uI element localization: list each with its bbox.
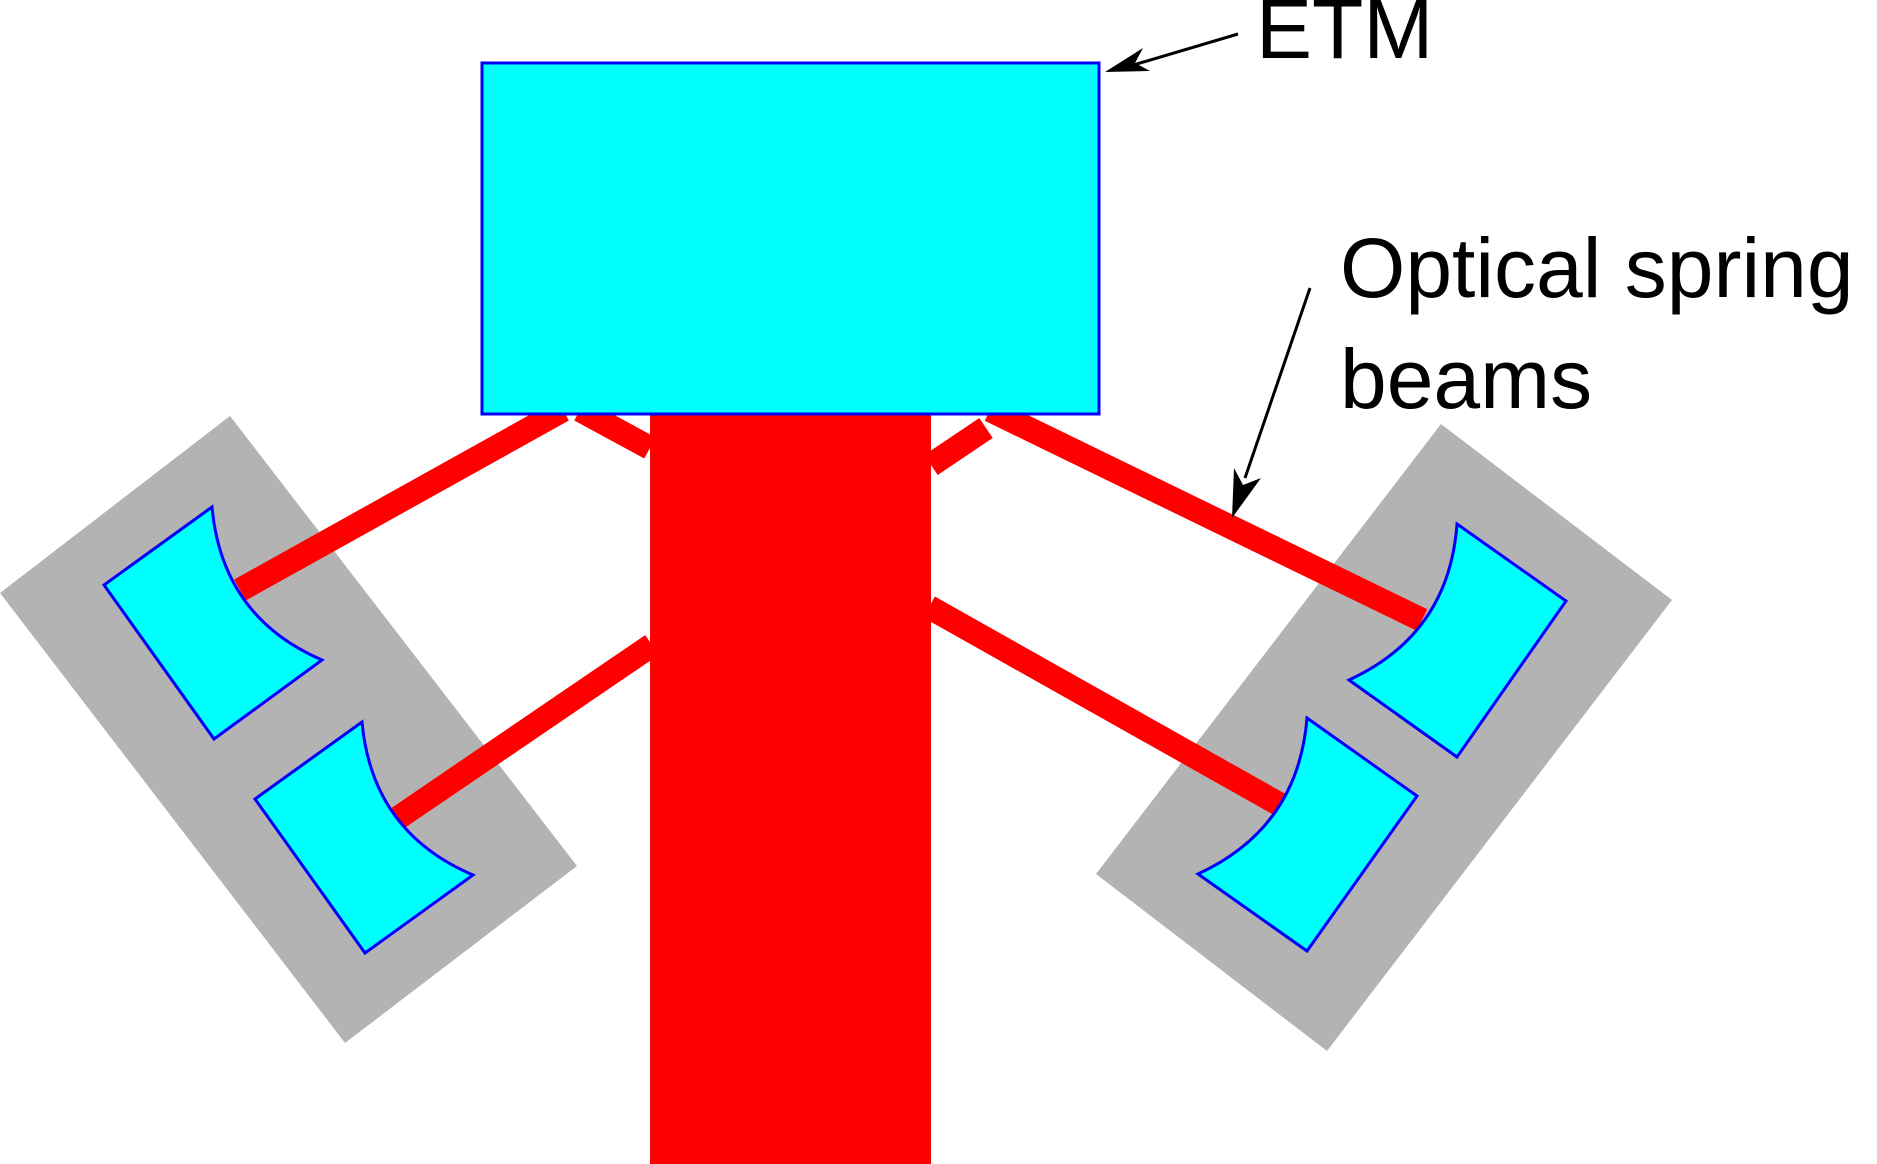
right-lower-mirror — [1195, 715, 1420, 954]
left-cross-beam-stub — [574, 399, 656, 459]
optical-spring-label-line2: beams — [1340, 332, 1592, 426]
etm-mirror — [480, 61, 1101, 416]
left-lower-spring-beam — [391, 635, 659, 828]
right-lower-spring-beam — [923, 596, 1292, 819]
right-upper-spring-beam — [984, 399, 1428, 631]
left-upper-mirror — [101, 504, 326, 742]
etm-pointer-line — [1129, 32, 1239, 68]
right-upper-mirror — [1346, 521, 1569, 760]
optical-spring-label-line1: Optical spring — [1340, 221, 1854, 315]
left-lower-mirror — [252, 719, 477, 956]
right-cross-beam-stub — [924, 418, 993, 475]
etm-label: ETM — [1256, 0, 1433, 76]
left-upper-spring-beam — [234, 399, 569, 601]
main-laser-beam — [650, 405, 931, 1164]
left-mount-plate — [0, 416, 577, 1043]
etm-arrowhead — [1105, 48, 1150, 72]
beams-arrowhead — [1232, 468, 1261, 518]
beams-pointer-line — [1243, 287, 1312, 479]
